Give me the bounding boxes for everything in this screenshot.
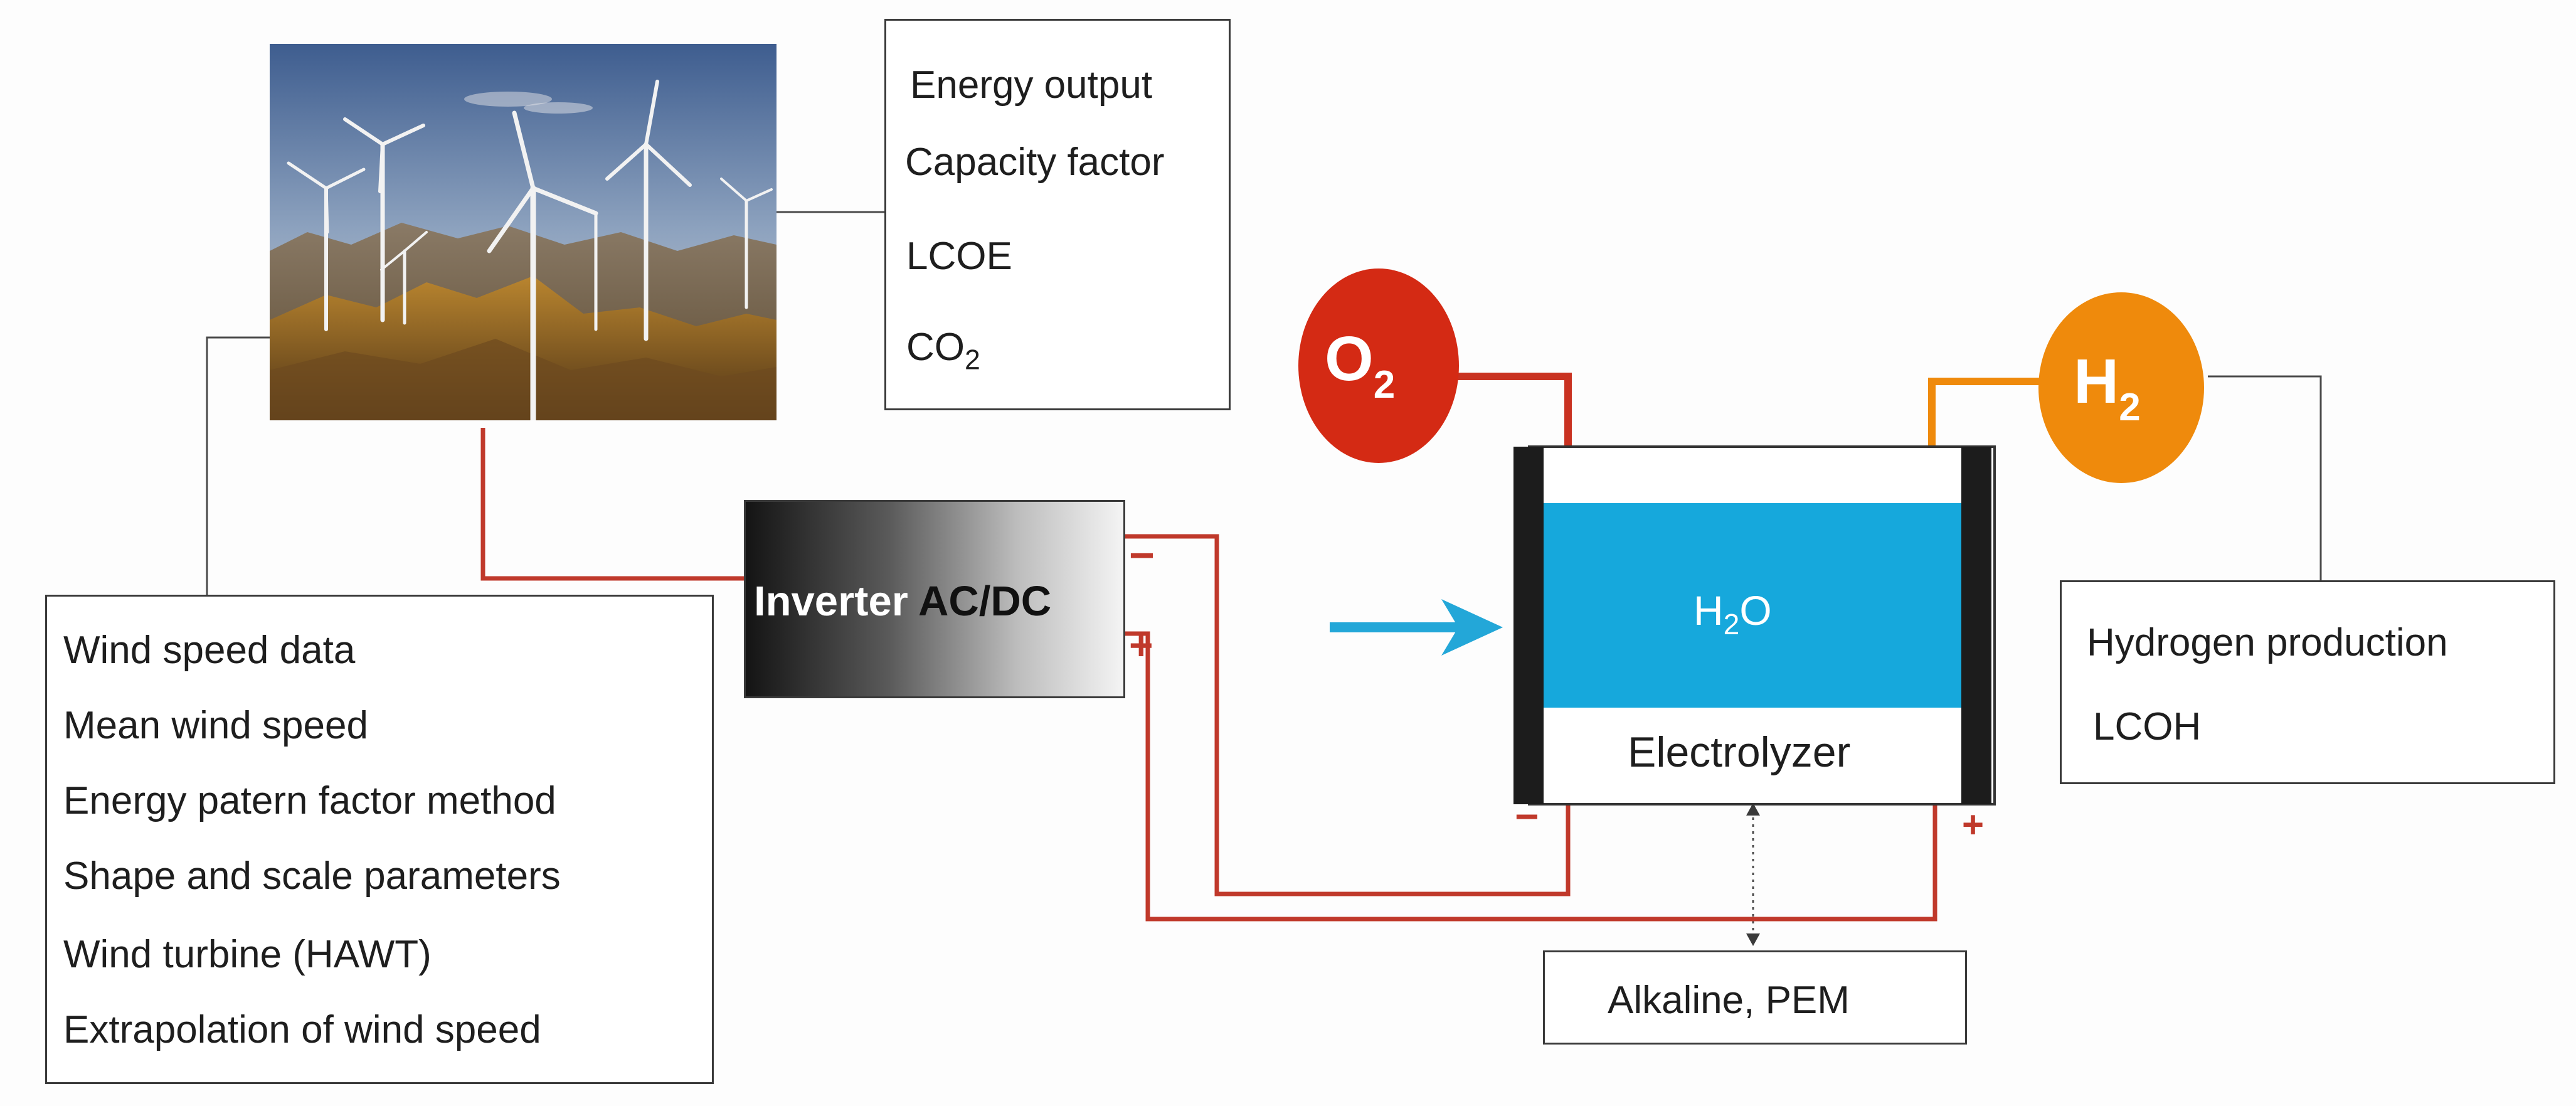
inverter-plus-sign: + — [1129, 622, 1153, 668]
dotted-arrowhead-down — [1746, 933, 1760, 946]
electrolyzer-types-box: Alkaline, PEM — [1543, 950, 1967, 1045]
electrolyzer-minus-sign: − — [1515, 793, 1539, 839]
electrolyzer-plus-sign: + — [1962, 804, 1985, 846]
input-extrapolation: Extrapolation of wind speed — [63, 1008, 541, 1051]
hydrogen-production-label: Hydrogen production — [2087, 621, 2448, 664]
wind-farm-photo-icon — [270, 44, 777, 420]
input-wind-turbine: Wind turbine (HAWT) — [63, 933, 432, 976]
lcoh-label: LCOH — [2093, 705, 2202, 748]
leader-photo-to-inputs — [206, 336, 271, 596]
arrow-right-icon — [1330, 599, 1503, 656]
alkaline-pem-label: Alkaline, PEM — [1608, 979, 1850, 1022]
water-label: H2O — [1693, 587, 1772, 641]
capacity-factor-label: Capacity factor — [905, 141, 1165, 184]
wire-photo-to-inverter — [480, 428, 744, 581]
input-wind-speed-data: Wind speed data — [63, 629, 356, 672]
hydrogen-label: H2 — [2074, 346, 2141, 429]
input-shape-scale-parameters: Shape and scale parameters — [63, 854, 561, 898]
energy-output-label: Energy output — [910, 63, 1153, 107]
inverter-block — [744, 500, 1125, 698]
leader-h2-to-box — [2208, 375, 2322, 580]
wind-inputs-box: Wind speed data Mean wind speed Energy p… — [45, 595, 714, 1084]
input-energy-pattern-factor: Energy patern factor method — [63, 779, 556, 822]
water-tank — [1543, 503, 1982, 708]
electrode-right — [1961, 447, 1991, 804]
wire-inverter-minus — [1125, 534, 1571, 896]
electrolyzer-label: Electrolyzer — [1628, 728, 1851, 776]
wire-inverter-plus — [1125, 631, 1937, 922]
inverter-label: Inverter AC/DC — [754, 578, 1052, 625]
inverter-minus-sign: − — [1129, 531, 1155, 580]
wind-outputs-box: Energy output Capacity factor LCOE CO2 — [884, 19, 1231, 410]
dotted-arrowhead-up — [1746, 803, 1760, 816]
hydrogen-circle — [2038, 292, 2204, 483]
hydrogen-outputs-box: Hydrogen production LCOH — [2060, 580, 2555, 784]
oxygen-label: O2 — [1325, 324, 1396, 407]
oxygen-circle — [1298, 269, 1459, 463]
co2-label: CO2 — [906, 326, 980, 376]
input-mean-wind-speed: Mean wind speed — [63, 704, 368, 747]
lcoe-label: LCOE — [906, 235, 1012, 278]
electrode-left — [1513, 447, 1544, 804]
